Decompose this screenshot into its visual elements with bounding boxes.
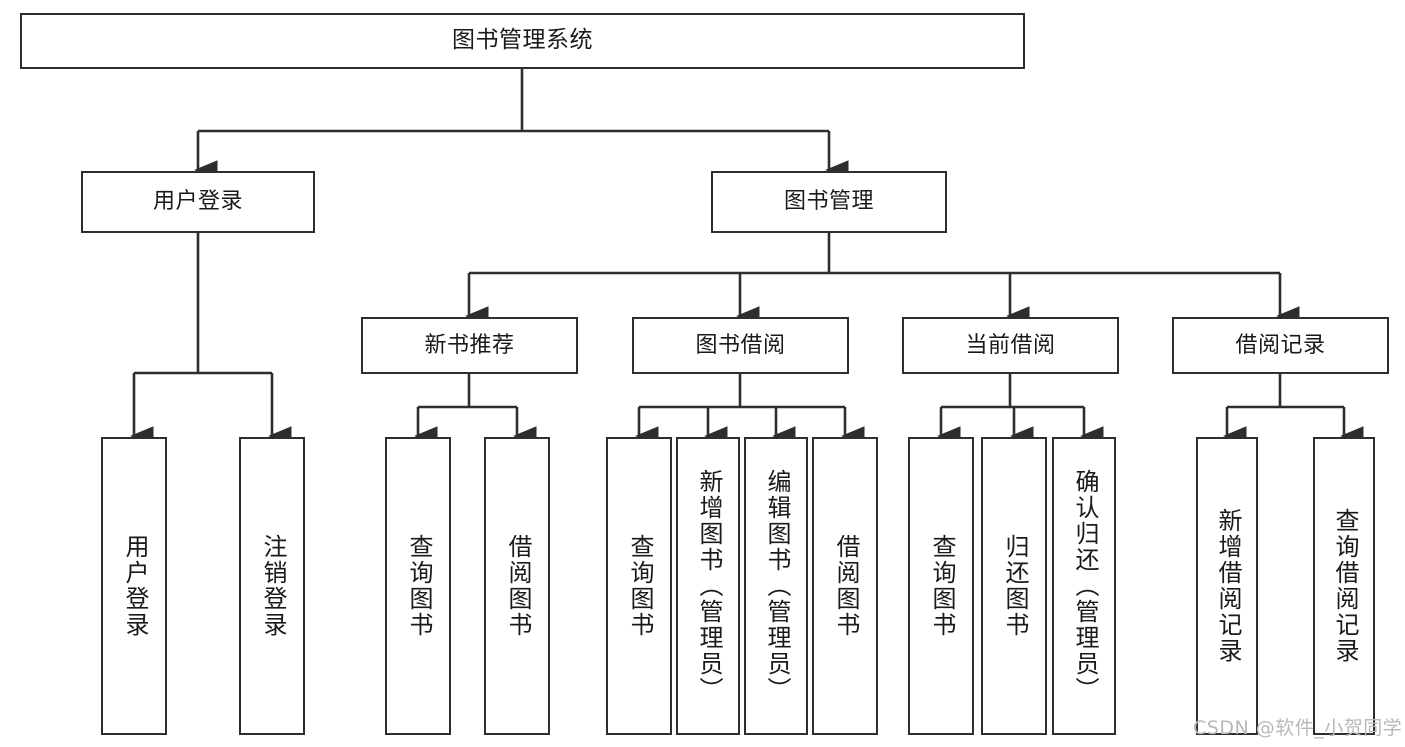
node-leaf-borrow-book-rec[interactable]: 借阅图书 [484,437,550,735]
node-book-borrow-label: 图书借阅 [695,332,786,358]
node-leaf-logout-label: 注销登录 [258,534,287,638]
node-current-borrow-label: 当前借阅 [965,332,1056,358]
node-leaf-confirm-return-admin[interactable]: 确认归还（管理员） [1052,437,1116,735]
node-leaf-borrow-book[interactable]: 借阅图书 [812,437,878,735]
node-book-manage[interactable]: 图书管理 [711,171,947,233]
node-leaf-add-borrow-record[interactable]: 新增借阅记录 [1196,437,1258,735]
node-book-borrow[interactable]: 图书借阅 [632,317,849,374]
node-leaf-query-book-cur[interactable]: 查询图书 [908,437,974,735]
watermark-text: CSDN @软件_小贺同学 [1193,717,1403,739]
node-user-login-label: 用户登录 [152,189,243,215]
node-leaf-logout[interactable]: 注销登录 [239,437,305,735]
node-leaf-edit-book-admin-label: 编辑图书（管理员） [762,469,791,703]
node-leaf-add-book-admin-label: 新增图书（管理员） [694,469,723,703]
node-leaf-add-book-admin[interactable]: 新增图书（管理员） [676,437,740,735]
node-book-manage-label: 图书管理 [783,189,874,215]
node-leaf-query-book-borrow-label: 查询图书 [625,534,654,638]
node-leaf-return-book[interactable]: 归还图书 [981,437,1047,735]
node-leaf-query-borrow-record-label: 查询借阅记录 [1330,508,1359,664]
node-leaf-confirm-return-admin-label: 确认归还（管理员） [1070,469,1099,703]
node-leaf-borrow-book-rec-label: 借阅图书 [503,534,532,638]
node-borrow-record[interactable]: 借阅记录 [1172,317,1389,374]
node-root-root-label: 图书管理系统 [452,27,593,54]
node-leaf-borrow-book-label: 借阅图书 [831,534,860,638]
node-leaf-query-book-cur-label: 查询图书 [927,534,956,638]
node-new-book-rec[interactable]: 新书推荐 [361,317,578,374]
node-current-borrow[interactable]: 当前借阅 [902,317,1119,374]
node-leaf-user-login[interactable]: 用户登录 [101,437,167,735]
node-leaf-query-book-rec-label: 查询图书 [404,534,433,638]
node-leaf-edit-book-admin[interactable]: 编辑图书（管理员） [744,437,808,735]
node-borrow-record-label: 借阅记录 [1235,332,1326,358]
node-leaf-add-borrow-record-label: 新增借阅记录 [1213,508,1242,664]
node-leaf-user-login-label: 用户登录 [120,534,149,638]
node-new-book-rec-label: 新书推荐 [424,332,515,358]
node-leaf-query-book-borrow[interactable]: 查询图书 [606,437,672,735]
node-leaf-query-borrow-record[interactable]: 查询借阅记录 [1313,437,1375,735]
node-user-login[interactable]: 用户登录 [81,171,315,233]
node-leaf-query-book-rec[interactable]: 查询图书 [385,437,451,735]
node-leaf-return-book-label: 归还图书 [1000,534,1029,638]
node-root-root[interactable]: 图书管理系统 [20,13,1025,69]
